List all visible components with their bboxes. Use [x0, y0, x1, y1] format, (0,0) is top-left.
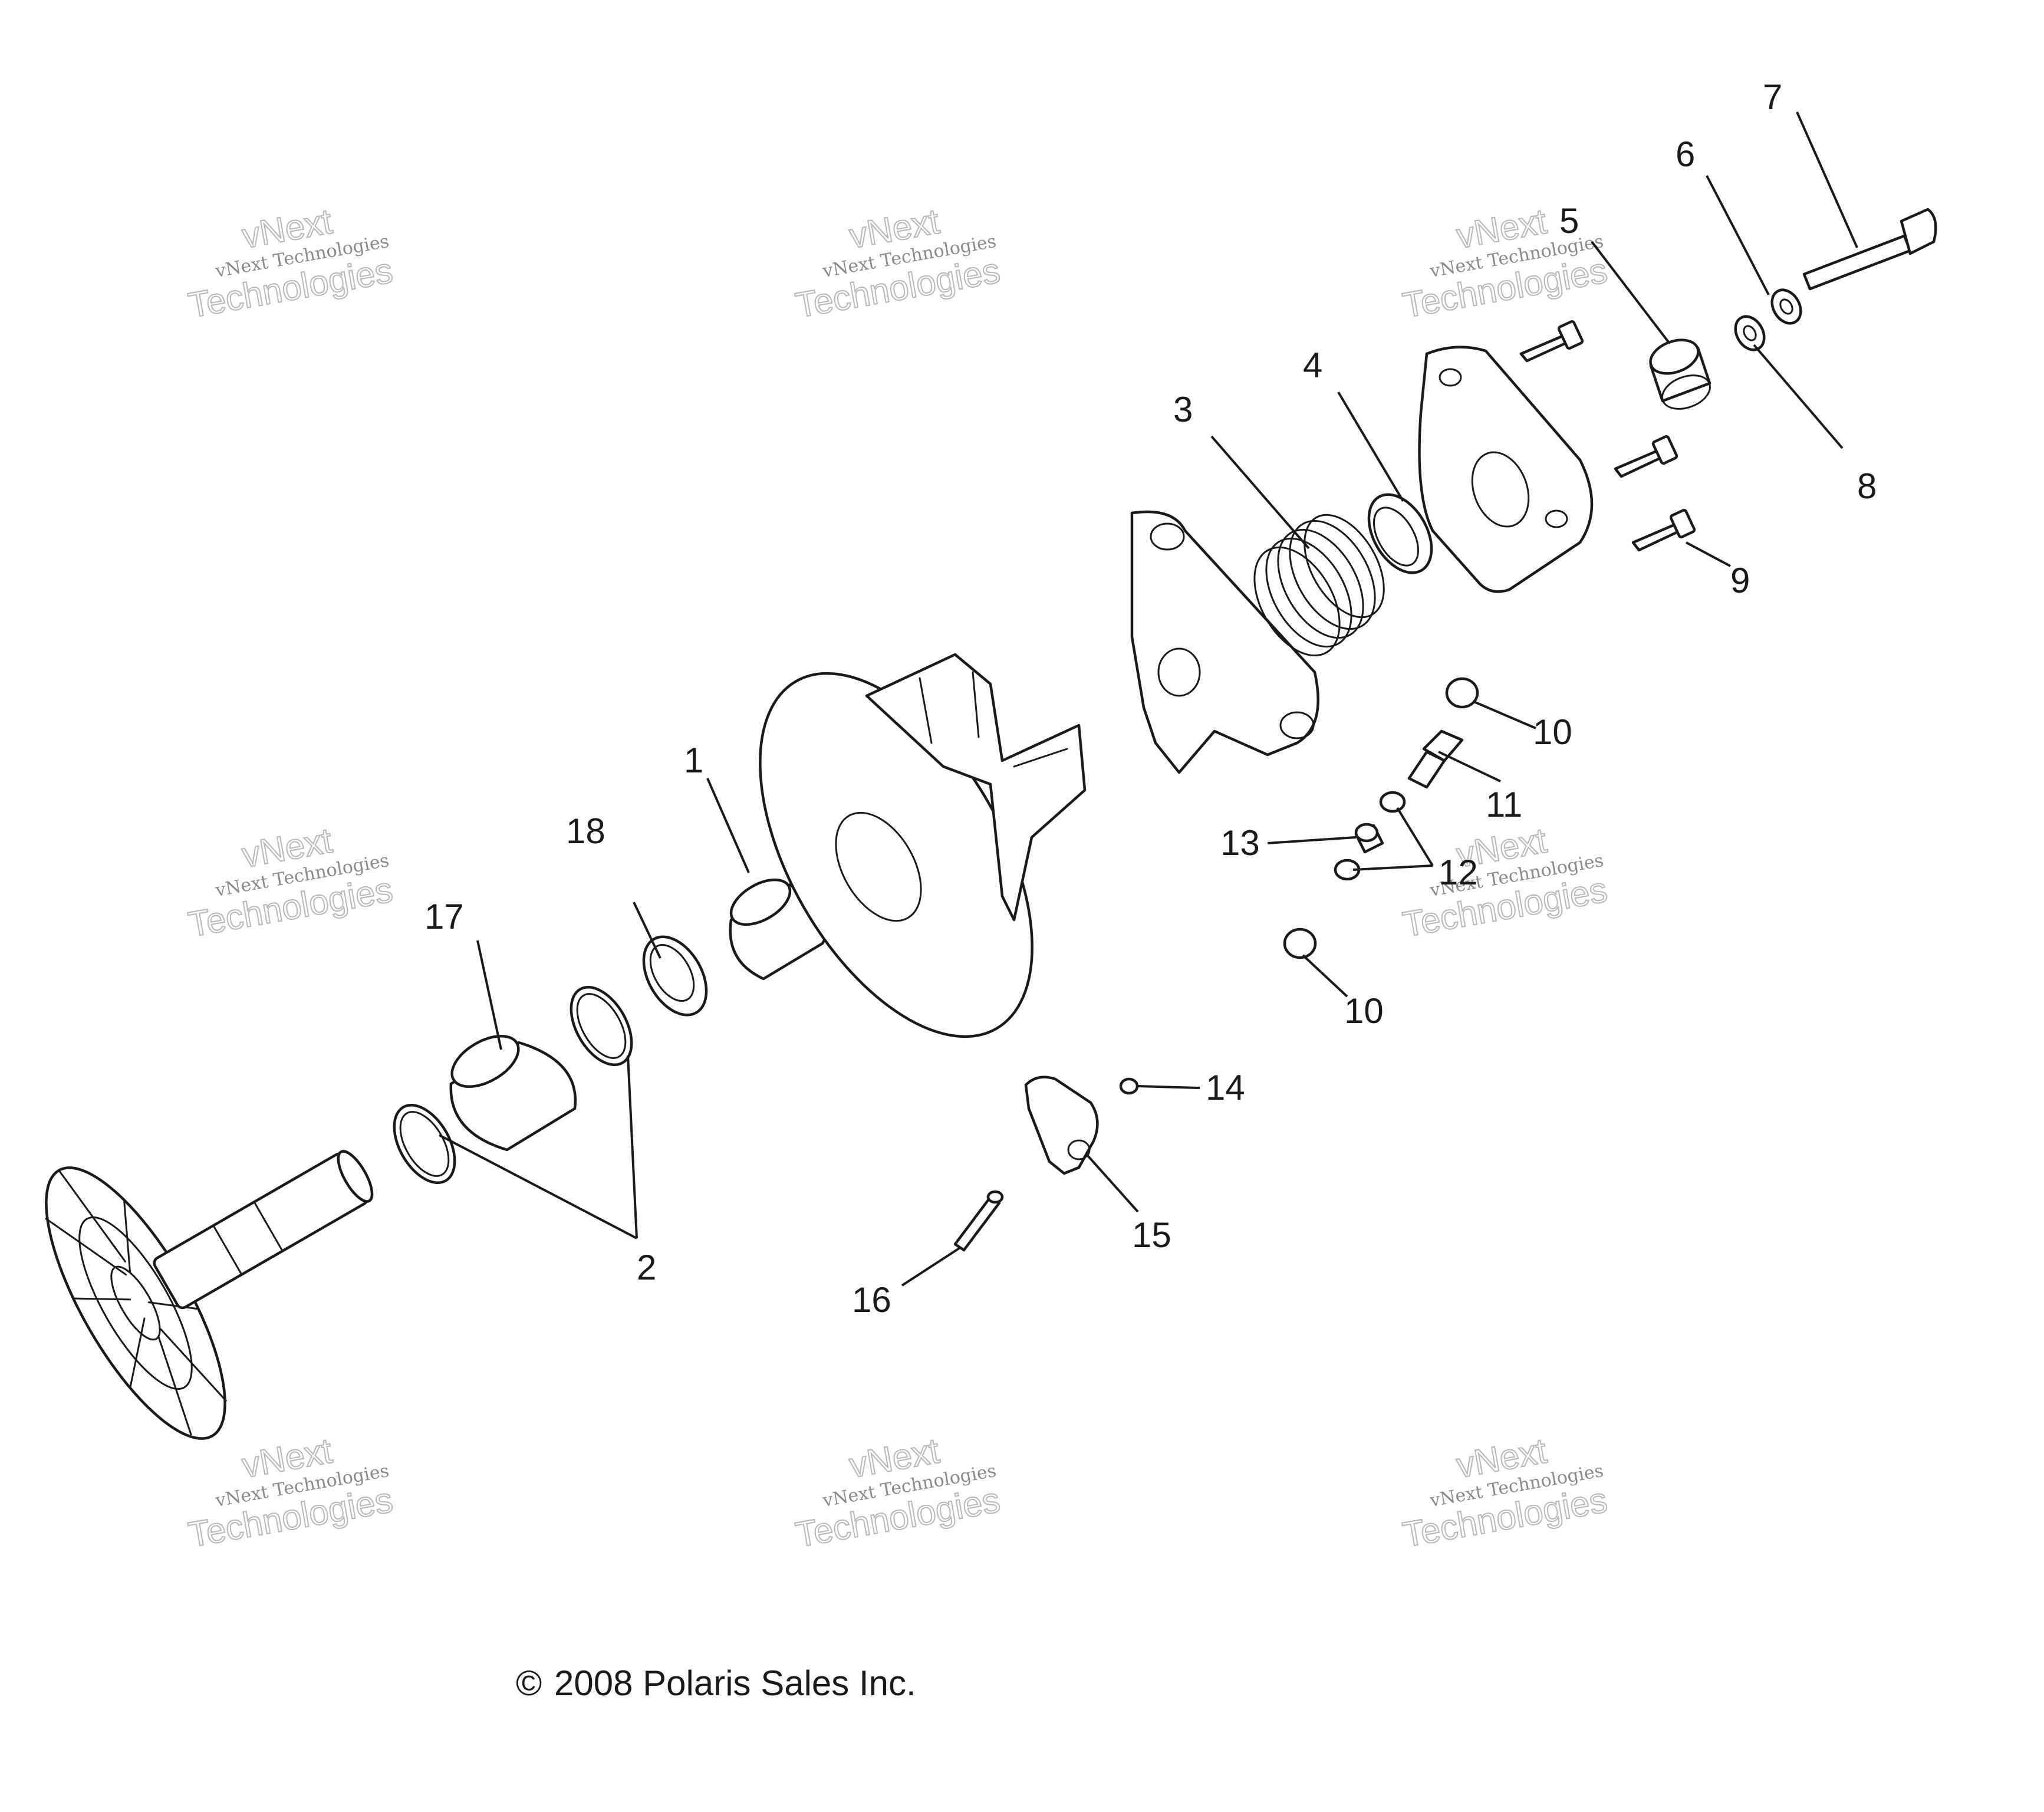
callout-13: 13 [1220, 823, 1260, 863]
bearing-part [642, 935, 708, 1017]
cover-plate-part [1418, 346, 1594, 593]
callout-18: 18 [566, 811, 605, 851]
callout-4: 4 [1303, 346, 1322, 385]
pin-part [1407, 729, 1464, 789]
sleeve-part [449, 1034, 577, 1152]
long-bolt-part [1802, 208, 1937, 291]
roller-arm-part [1024, 1076, 1099, 1175]
cover-bushing-part [1367, 493, 1433, 574]
callout-3: 3 [1173, 390, 1193, 429]
callout-11: 11 [1486, 785, 1522, 824]
washer-part [1734, 288, 1802, 351]
callout-17: 17 [424, 897, 464, 936]
callout-10-lower: 10 [1344, 991, 1384, 1031]
leader-lines [439, 111, 1858, 1287]
copyright-symbol: © [516, 1663, 542, 1703]
callout-2: 2 [637, 1248, 656, 1287]
callout-7: 7 [1763, 77, 1782, 117]
callout-6: 6 [1676, 134, 1695, 174]
callout-15: 15 [1132, 1215, 1171, 1255]
callout-12: 12 [1439, 853, 1478, 892]
callout-8: 8 [1857, 466, 1877, 506]
copyright-line: © 2008 Polaris Sales Inc. [516, 1663, 916, 1703]
callout-9: 9 [1730, 561, 1750, 600]
callout-5: 5 [1559, 201, 1579, 241]
spider-part [1130, 510, 1319, 774]
callout-labels: 1 2 3 4 5 6 7 8 9 10 11 12 13 10 14 15 1… [424, 77, 1877, 1320]
spring-part [1253, 514, 1385, 657]
callout-10-upper: 10 [1533, 712, 1572, 752]
moveable-sheave-part [759, 653, 1087, 1038]
fan-sheave-shaft-part [45, 1150, 374, 1440]
copyright-text: 2008 Polaris Sales Inc. [554, 1663, 916, 1703]
o-ring-part [393, 985, 633, 1185]
callout-14: 14 [1206, 1068, 1245, 1107]
bolt-part [1519, 320, 1696, 552]
callout-1: 1 [684, 741, 703, 780]
bushing-part [729, 878, 828, 981]
roller-washer-part [1334, 791, 1406, 881]
spacer-part [1649, 338, 1711, 410]
arm-pin-part [953, 1190, 1004, 1252]
nut-part [1119, 1077, 1139, 1095]
cap-part [1283, 677, 1479, 959]
callout-16: 16 [852, 1280, 891, 1320]
